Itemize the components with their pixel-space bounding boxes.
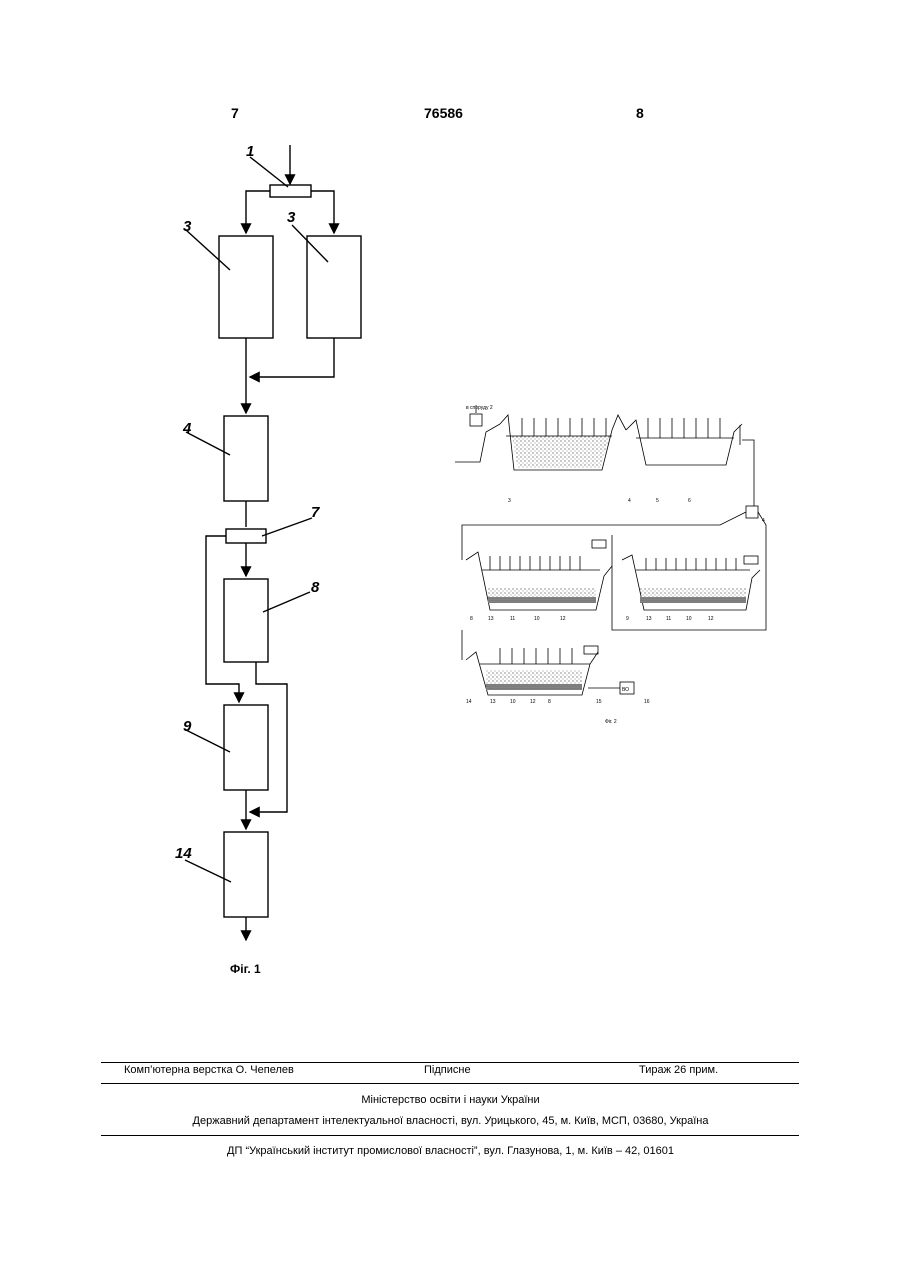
fig2-label: 12 [560,616,566,622]
fig2-label: 14 [466,699,472,705]
fig2-label: 16 [644,699,650,705]
distribution-box [746,506,758,518]
fig2-label: 11 [510,616,515,622]
footer-circulation: Тираж 26 прим. [639,1064,718,1076]
footer-department: Державний департамент інтелектуальної вл… [0,1115,901,1127]
plants-middle [490,556,736,570]
fig2-label: 15 [596,699,602,705]
fig2-label: 13 [646,616,652,622]
fig2-label: 11 [666,616,671,622]
fig2-note: в споруду 2 [466,405,493,411]
fig2-label: 5 [656,498,659,504]
footer-signed: Підписне [424,1064,471,1076]
figure-2-schematic: в споруду 2 3 4 5 6 4 8 13 11 10 12 9 13… [0,0,901,760]
fig2-label: 8 [470,616,473,622]
fig2-label: 12 [530,699,536,705]
fig2-label: 9 [626,616,629,622]
fig2-box-label: ВО [622,687,629,693]
footer-ministry: Міністерство освіти і науки України [0,1094,901,1106]
fig2-label: 10 [686,616,692,622]
footer-rule-middle [101,1083,799,1084]
figure-1-caption: Фіг. 1 [230,962,261,976]
plants-bottom [500,648,572,664]
fig2-label: 8 [548,699,551,705]
block-14 [224,832,268,917]
fig2-label: 3 [508,498,511,504]
footer-institute: ДП “Український інститут промислової вла… [0,1145,901,1157]
fig2-label: 13 [490,699,496,705]
fig2-label: 4 [762,518,765,524]
figure-2-caption: Фіг. 2 [605,719,617,725]
footer-rule-bottom [101,1135,799,1136]
label-14: 14 [175,845,192,862]
fig2-label: 12 [708,616,714,622]
fig2-label: 6 [688,498,691,504]
fig2-label: 10 [534,616,540,622]
fig2-label: 10 [510,699,516,705]
fig2-label: 13 [488,616,494,622]
footer-rule-top [101,1062,799,1063]
inlet-box [470,414,482,426]
footer-typesetting: Комп’ютерна верстка О. Чепелев [124,1064,294,1076]
fig2-label: 4 [628,498,631,504]
